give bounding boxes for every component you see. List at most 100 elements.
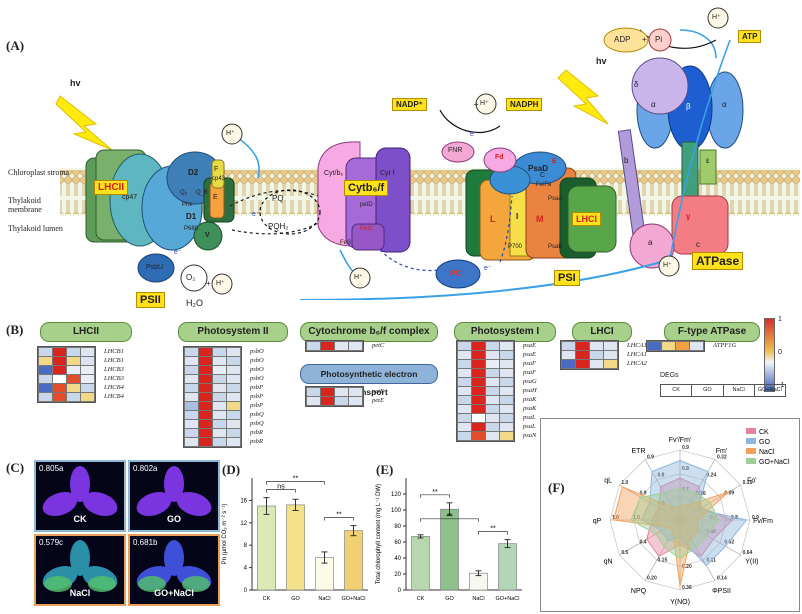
heatmap-cell (198, 347, 213, 357)
heatmap-cell (471, 422, 486, 432)
cyt-f-label: Cyt f (380, 170, 395, 177)
proton-label: H⁺ (216, 280, 225, 287)
psi-l-label: L (490, 214, 496, 224)
heatmap-cell (457, 431, 472, 441)
heatmap-cell (80, 392, 95, 402)
heatmap-row (457, 404, 514, 414)
radar-series (640, 459, 748, 567)
radar-tick-label: 0.7 (710, 515, 717, 521)
heatmap-cell (485, 413, 500, 423)
category-label: GO (291, 596, 300, 602)
heatmap-cell (320, 341, 335, 351)
heatmap-cell (561, 341, 576, 351)
degs-col: CK (661, 385, 693, 396)
stroma-label: Chloroplast stroma (8, 168, 70, 177)
bar (440, 508, 459, 591)
heatmap-cell (226, 347, 241, 357)
heatmap-cell (38, 383, 53, 393)
y-tick-label: 40 (394, 556, 401, 562)
heatmap-cell (499, 404, 514, 414)
p700-label: P700 (508, 244, 523, 250)
heatmap-cell (198, 401, 213, 411)
heatmap-cell (226, 410, 241, 420)
panel-d-letter: (D) (222, 462, 241, 477)
gene-name: petE (372, 397, 384, 404)
treatment-label: GO+NaCl (154, 588, 194, 598)
legend-label: GO (759, 439, 770, 446)
y-axis-label: Total chlorophyll content (mg L⁻¹ DW) (376, 484, 382, 584)
electron-label: e⁻ (470, 131, 478, 138)
heatmap-row (306, 341, 363, 351)
pc-protein (435, 259, 481, 289)
y-tick-label: 0 (398, 588, 402, 594)
y-tick-label: 120 (391, 492, 402, 498)
b-subunit-label: b (624, 156, 629, 165)
gene-name: LHCB3 (104, 375, 124, 382)
significance-bracket (420, 518, 479, 522)
electron-label: e⁻ (252, 211, 260, 218)
pq-label: PQ (272, 194, 284, 203)
heatmap-cell (348, 396, 363, 406)
electron-label: e⁻ (174, 249, 182, 256)
treatment-label: CK (73, 514, 87, 524)
gene-name: psaF (523, 369, 536, 376)
heatmap-cell (52, 383, 67, 393)
heatmap-row (38, 374, 95, 384)
radar-tick-label: 0.62 (724, 540, 734, 546)
radar-tick-label: 0.20 (682, 564, 692, 570)
category-label: CK (263, 596, 271, 602)
heatmap-cell (198, 437, 213, 447)
panel-c-letter: (C) (6, 460, 25, 475)
radar-tick-label: 0.15 (658, 557, 668, 563)
category-label: NaCl (472, 596, 484, 602)
color-scale-bar (764, 318, 775, 392)
significance-label: ** (447, 513, 453, 520)
plant-leaves (136, 466, 212, 517)
heatmap-cell (499, 377, 514, 387)
radar-tick-label: 0.14 (717, 576, 727, 582)
heatmap-cell (499, 395, 514, 405)
heatmap-cell (184, 374, 199, 384)
radar-axis (644, 519, 681, 581)
significance-label: ** (336, 512, 342, 519)
atpase-label: ATPase (692, 252, 744, 270)
legend-swatch (746, 428, 756, 434)
legend-swatch (746, 458, 756, 464)
oxygen-label: O₂ (186, 273, 196, 282)
gene-name: LHCA1 (627, 342, 647, 349)
psad-label: PsaD (528, 164, 549, 173)
legend-label: GO+NaCl (759, 459, 790, 466)
heatmap-cell (226, 419, 241, 429)
psbu-label: PsbU (146, 264, 164, 271)
delta-label: δ (634, 80, 639, 89)
heatmap-row (184, 356, 241, 366)
heatmap-row (184, 383, 241, 393)
lhci-label: LHCI (572, 212, 601, 226)
gene-name: psaN (523, 432, 537, 439)
heatmap (646, 340, 705, 352)
heatmap-row (184, 365, 241, 375)
panel-a-letter: (A) (6, 38, 25, 53)
proton-label: H⁺ (712, 14, 721, 21)
category-label: GO (445, 596, 454, 602)
heatmap-row (457, 386, 514, 396)
category-label: CK (417, 596, 425, 602)
y-tick-label: 80 (394, 524, 401, 530)
heatmap-cell (485, 368, 500, 378)
heatmap-cell (471, 386, 486, 396)
heatmap-row (184, 401, 241, 411)
heatmap-cell (38, 365, 53, 375)
significance-bracket (266, 481, 325, 485)
psaa-label: PsaA (548, 196, 563, 202)
radar-tick-label: 1.0 (621, 480, 628, 486)
psii-complex (109, 151, 235, 283)
gene-name: LHCB1 (104, 348, 124, 355)
psi-e-label: E (552, 158, 557, 165)
radar-axis-label: qP (593, 518, 602, 525)
heatmap-cell (334, 341, 349, 351)
plant-leaves (42, 540, 118, 592)
radar-axis-label: Y(II) (745, 559, 758, 566)
